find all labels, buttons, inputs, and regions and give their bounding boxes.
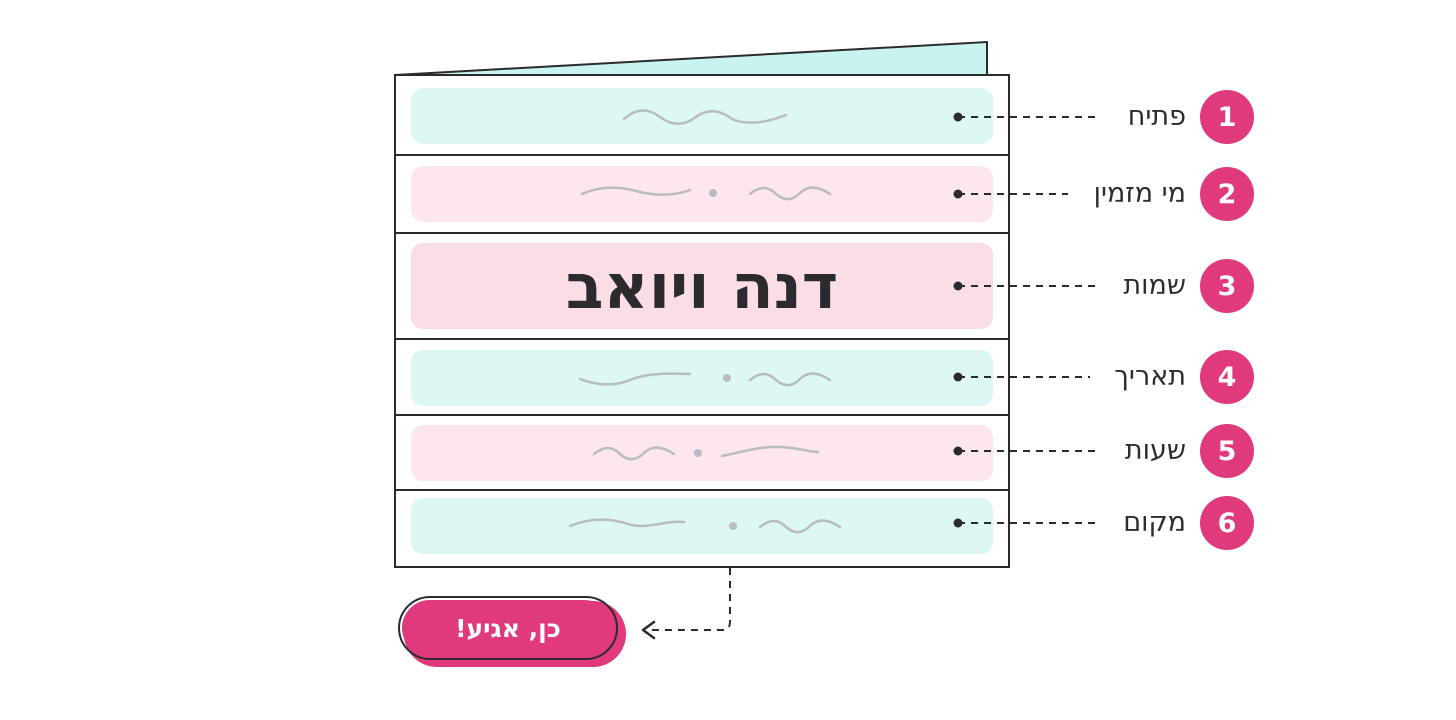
placeholder-squiggle (578, 372, 692, 386)
callout-label-hosts: מי מזמין (1093, 178, 1186, 209)
placeholder-squiggle (568, 518, 686, 528)
couple-names: דנה ויואב (565, 249, 839, 323)
callout-anchor-dot (953, 372, 963, 382)
section-names (411, 243, 993, 329)
placeholder-dot (723, 374, 731, 382)
callout-anchor-dot (953, 446, 963, 456)
callout-number-badge: 1 (1200, 90, 1254, 144)
placeholder-squiggle (592, 446, 676, 461)
callout-number-badge: 6 (1200, 496, 1254, 550)
callout-anchor-dot (953, 518, 963, 528)
placeholder-dot (694, 449, 702, 457)
callout-anchor-dot (953, 112, 963, 122)
callout-number-badge: 2 (1200, 167, 1254, 221)
section-opening (411, 88, 993, 144)
placeholder-squiggle (580, 186, 692, 196)
placeholder-squiggle (622, 109, 788, 125)
arrow-head-icon (641, 620, 656, 640)
callout-anchor-dot (953, 281, 963, 291)
section-location (411, 498, 993, 554)
rsvp-button-label: כן, אגיע! (455, 613, 561, 643)
card-back-flap (394, 40, 988, 76)
placeholder-squiggle (748, 186, 832, 201)
placeholder-squiggle (748, 372, 832, 387)
section-hosts (411, 166, 993, 222)
rsvp-arrow-line (648, 568, 731, 631)
callout-label-hours: שעות (1124, 435, 1186, 466)
rsvp-button-fill (402, 600, 612, 656)
placeholder-squiggle (758, 519, 842, 534)
callout-number-badge: 3 (1200, 259, 1254, 313)
placeholder-dot (729, 522, 737, 530)
callout-label-names: שמות (1123, 270, 1186, 301)
section-date (411, 350, 993, 406)
placeholder-dot (709, 189, 717, 197)
callout-label-date: תאריך (1114, 361, 1186, 392)
placeholder-squiggle (720, 445, 820, 458)
callout-label-opening: פתיח (1127, 101, 1186, 132)
rsvp-button[interactable]: כן, אגיע! (398, 596, 618, 660)
callout-label-location: מקום (1123, 507, 1186, 538)
callout-number-badge: 5 (1200, 424, 1254, 478)
callout-number-badge: 4 (1200, 350, 1254, 404)
callout-anchor-dot (953, 189, 963, 199)
